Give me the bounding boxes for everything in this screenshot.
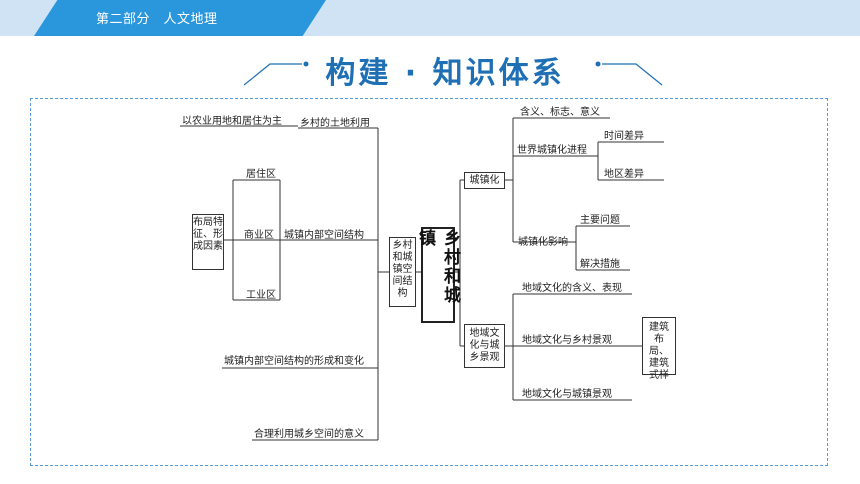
center-box: 乡村和城镇	[415, 227, 460, 323]
urban-structure: 城镇内部空间结构	[284, 230, 364, 241]
world-process: 世界城镇化进程	[517, 145, 587, 156]
rural-land-use-detail: 以农业用地和居住为主	[182, 116, 282, 127]
regional-culture-box: 地域文化与城乡景观	[464, 324, 505, 368]
left-hub-label: 乡村和城镇空间结构	[392, 240, 413, 299]
urban-landscape: 地域文化与城镇景观	[522, 389, 612, 400]
section-label: 第二部分 人文地理	[96, 12, 218, 27]
urbanization-impact: 城镇化影响	[518, 237, 568, 248]
rural-land-use: 乡村的土地利用	[300, 118, 370, 129]
regional-culture-label: 地域文化与城乡景观	[469, 328, 500, 363]
formation-change: 城镇内部空间结构的形成和变化	[224, 356, 364, 367]
region-diff: 地区差异	[604, 169, 644, 180]
header-bar: 第二部分 人文地理	[0, 0, 860, 36]
factors-box: 布局特征、形成因素	[192, 214, 224, 270]
urbanization-meaning: 含义、标志、意义	[520, 107, 600, 118]
diagram-frame	[30, 98, 828, 466]
solutions: 解决措施	[580, 259, 620, 270]
left-hub-box: 乡村和城镇空间结构	[389, 237, 416, 307]
time-diff: 时间差异	[604, 131, 644, 142]
factors-label: 布局特征、形成因素	[193, 217, 223, 252]
rational-use: 合理利用城乡空间的意义	[254, 429, 364, 440]
zone-commercial: 商业区	[244, 230, 274, 241]
rural-landscape: 地域文化与乡村景观	[522, 335, 612, 346]
architecture-box: 建筑布局、建筑式样	[642, 317, 676, 381]
architecture-label: 建筑布局、建筑式样	[649, 322, 669, 381]
urbanization-box: 城镇化	[464, 172, 505, 189]
main-issues: 主要问题	[580, 215, 620, 226]
urbanization-label: 城镇化	[469, 175, 500, 186]
zone-residential: 居住区	[246, 169, 276, 180]
header-accent	[34, 0, 326, 36]
page-title: 构建 · 知识体系	[325, 56, 565, 91]
zone-industrial: 工业区	[246, 290, 276, 301]
culture-meaning: 地域文化的含义、表现	[522, 283, 622, 294]
center-label: 乡村和城镇	[415, 229, 460, 305]
